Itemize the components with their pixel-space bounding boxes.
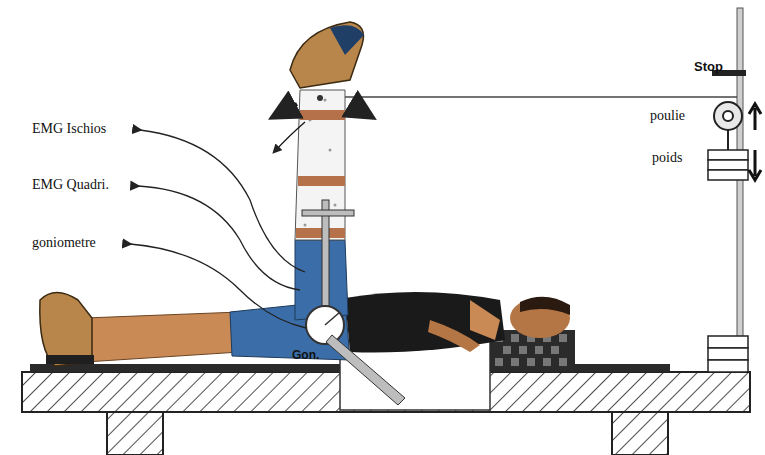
- goniometer-part: [322, 200, 329, 315]
- leader-lines: [130, 130, 306, 328]
- motion-arrows-part: [274, 122, 305, 152]
- motion-arrows: [274, 104, 370, 152]
- support-part-part: [543, 358, 551, 366]
- pulley-system-part: [749, 150, 761, 180]
- person-part: [345, 292, 505, 353]
- motion-arrows-part: [350, 104, 370, 116]
- support-part-part: [559, 358, 567, 366]
- person-part-part: [324, 99, 327, 102]
- pulley-system-part: [749, 104, 761, 130]
- goniometer-label: goniometre: [32, 235, 96, 250]
- person-part: [317, 95, 323, 101]
- goniometer-part: [306, 306, 344, 344]
- support-part-part: [511, 334, 519, 342]
- weight-label: poids: [652, 150, 682, 165]
- person-part: [296, 228, 345, 238]
- person: [40, 22, 570, 366]
- support-part-part: [511, 358, 519, 366]
- goniometer-part: [326, 335, 405, 405]
- pulley-system-part: [708, 160, 748, 170]
- leader-lines-part: [138, 186, 300, 290]
- electrode-label: EMG Quadri.: [32, 177, 109, 192]
- person-part: [85, 312, 240, 362]
- person-part: [470, 300, 500, 340]
- person-part: [330, 25, 364, 55]
- person-part: [520, 297, 570, 315]
- motion-arrows-part: [275, 104, 297, 116]
- person-part: [46, 355, 94, 364]
- pulley-system-part: [708, 336, 748, 348]
- support-part-part: [551, 346, 559, 354]
- pulley-system-part: [737, 8, 743, 372]
- pulley-system-part: [708, 170, 748, 180]
- pulley-system-part: [345, 96, 737, 98]
- stop-label: Stop: [694, 60, 723, 74]
- support-part-part: [559, 334, 567, 342]
- support-part: [495, 334, 567, 366]
- support-part-part: [495, 358, 503, 366]
- person-part: [295, 90, 345, 240]
- goniometer: [302, 200, 405, 405]
- support-part-part: [503, 346, 511, 354]
- leader-lines-part: [130, 244, 306, 328]
- pulley-system-part: [723, 111, 733, 121]
- person-part: [428, 320, 480, 352]
- person-part-part: [334, 204, 337, 207]
- pulley-system-part: [708, 360, 748, 372]
- support-part-part: [527, 358, 535, 366]
- person-part-part: [304, 224, 307, 227]
- person-part-part: [329, 149, 332, 152]
- goniometer-part: [325, 312, 340, 325]
- goniometer-tag: Gon.: [292, 349, 319, 362]
- table-part: [107, 412, 163, 455]
- pulley-system-part: [714, 102, 742, 130]
- goniometer-part: [302, 210, 354, 216]
- pulley-system-part: [708, 150, 748, 160]
- support-part-part: [535, 346, 543, 354]
- pulley-system: [345, 8, 761, 372]
- support-part-part: [519, 346, 527, 354]
- person-part: [40, 293, 92, 367]
- pulley-label: poulie: [650, 108, 685, 123]
- person-part: [298, 176, 345, 186]
- table-part: [612, 412, 668, 455]
- person-part: [230, 300, 350, 360]
- pulley-system-part: [727, 130, 729, 150]
- electrode-label: EMG Ischios: [32, 121, 106, 136]
- leader-lines-part: [140, 130, 305, 272]
- pulley-system-part: [708, 348, 748, 360]
- person-part: [290, 22, 364, 88]
- person-part: [300, 110, 345, 120]
